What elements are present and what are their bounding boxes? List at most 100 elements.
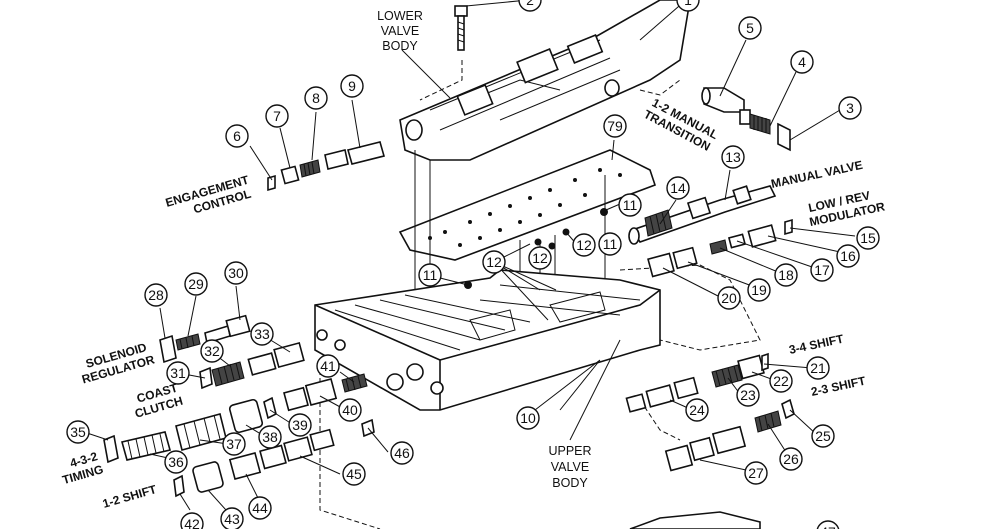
- callout-circle: [816, 520, 840, 529]
- callout-number: 27: [748, 465, 764, 481]
- callout-circle: [769, 369, 793, 393]
- callout-47: 47: [816, 520, 840, 529]
- callout-group: 1234567891011111112121213141516171819202…: [66, 0, 880, 529]
- callout-number: 22: [773, 373, 789, 389]
- callout-1: 1: [676, 0, 700, 12]
- callout-number: 38: [262, 429, 278, 445]
- parts-3-4-5: [701, 87, 791, 152]
- callout-circle: [856, 226, 880, 250]
- callout-number: 44: [252, 500, 268, 516]
- callout-14: 14: [666, 176, 690, 200]
- callout-24: 24: [685, 398, 709, 422]
- callout-circle: [316, 354, 340, 378]
- callout-number: 30: [228, 265, 244, 281]
- callout-32: 32: [200, 339, 224, 363]
- callout-number: 17: [814, 262, 830, 278]
- callout-circle: [747, 278, 771, 302]
- separator-plate: [398, 149, 657, 261]
- callout-79: 79: [603, 114, 627, 138]
- callout-circle: [603, 114, 627, 138]
- callout-26: 26: [779, 447, 803, 471]
- callout-35: 35: [66, 420, 90, 444]
- callout-circle: [717, 286, 741, 310]
- callout-number: 39: [292, 417, 308, 433]
- callout-number: 7: [273, 108, 281, 124]
- callout-number: 43: [224, 511, 240, 527]
- callout-circle: [250, 322, 274, 346]
- callout-number: 5: [746, 20, 754, 36]
- callout-number: 19: [751, 282, 767, 298]
- callout-number: 12: [576, 237, 592, 253]
- checkball-12-a: [534, 238, 542, 246]
- callout-28: 28: [144, 283, 168, 307]
- callout-number: 33: [254, 326, 270, 342]
- label-timing-432: 4-3-2 TIMING: [61, 449, 105, 487]
- callout-circle: [806, 356, 830, 380]
- callout-circle: [342, 462, 366, 486]
- callout-12: 12: [528, 246, 552, 270]
- callout-41: 41: [316, 354, 340, 378]
- timing-432-parts: [103, 396, 277, 464]
- callout-2: 2: [518, 0, 542, 12]
- svg-text:VALVE: VALVE: [551, 460, 589, 474]
- upper-valve-body: [314, 269, 661, 411]
- label-manual-valve: MANUAL VALVE: [770, 158, 864, 191]
- callout-circle: [516, 406, 540, 430]
- callout-21: 21: [806, 356, 830, 380]
- callout-circle: [340, 74, 364, 98]
- callout-30: 30: [224, 261, 248, 285]
- label-low-rev-modulator: LOW / REV MODULATOR: [807, 188, 886, 229]
- callout-number: 13: [725, 149, 741, 165]
- callout-number: 24: [689, 402, 705, 418]
- callout-number: 26: [783, 451, 799, 467]
- callout-number: 9: [348, 78, 356, 94]
- callout-circle: [518, 0, 542, 12]
- callout-16: 16: [836, 244, 860, 268]
- callout-circle: [338, 398, 362, 422]
- label-solenoid-regulator: SOLENOID REGULATOR: [80, 340, 156, 386]
- callout-29: 29: [184, 272, 208, 296]
- callout-circle: [220, 507, 244, 529]
- callout-number: 35: [70, 424, 86, 440]
- bolt-part-2: [454, 5, 468, 51]
- callout-10: 10: [516, 406, 540, 430]
- callout-number: 42: [184, 516, 200, 529]
- callout-42: 42: [180, 512, 204, 529]
- callout-circle: [721, 145, 745, 169]
- callout-31: 31: [166, 361, 190, 385]
- partial-part-47: [629, 511, 761, 529]
- engagement-control-parts: [267, 141, 385, 192]
- callout-44: 44: [248, 496, 272, 520]
- callout-circle: [288, 413, 312, 437]
- callout-circle: [258, 425, 282, 449]
- callout-circle: [224, 261, 248, 285]
- callout-number: 23: [740, 387, 756, 403]
- callout-11: 11: [598, 232, 622, 256]
- coast-clutch-parts: [199, 341, 305, 390]
- callout-circle: [572, 233, 596, 257]
- callout-12: 12: [572, 233, 596, 257]
- svg-text:BODY: BODY: [552, 476, 588, 490]
- callout-18: 18: [774, 263, 798, 287]
- callout-43: 43: [220, 507, 244, 529]
- guide-line-right: [639, 399, 681, 441]
- label-lower-valve-body: LOWER VALVE BODY: [377, 9, 423, 53]
- label-shift-12: 1-2 SHIFT: [101, 482, 159, 511]
- callout-13: 13: [721, 145, 745, 169]
- callout-3: 3: [838, 96, 862, 120]
- callout-number: 11: [423, 267, 438, 283]
- callout-6: 6: [225, 124, 249, 148]
- callout-40: 40: [338, 398, 362, 422]
- callout-number: 25: [815, 428, 831, 444]
- callout-circle: [790, 50, 814, 74]
- callout-circle: [166, 361, 190, 385]
- callout-number: 11: [623, 197, 638, 213]
- callout-circle: [618, 193, 642, 217]
- callout-number: 3: [846, 100, 854, 116]
- callout-36: 36: [164, 450, 188, 474]
- callout-number: 18: [778, 267, 794, 283]
- callout-number: 40: [342, 402, 358, 418]
- callout-number: 14: [670, 180, 686, 196]
- callout-46: 46: [390, 441, 414, 465]
